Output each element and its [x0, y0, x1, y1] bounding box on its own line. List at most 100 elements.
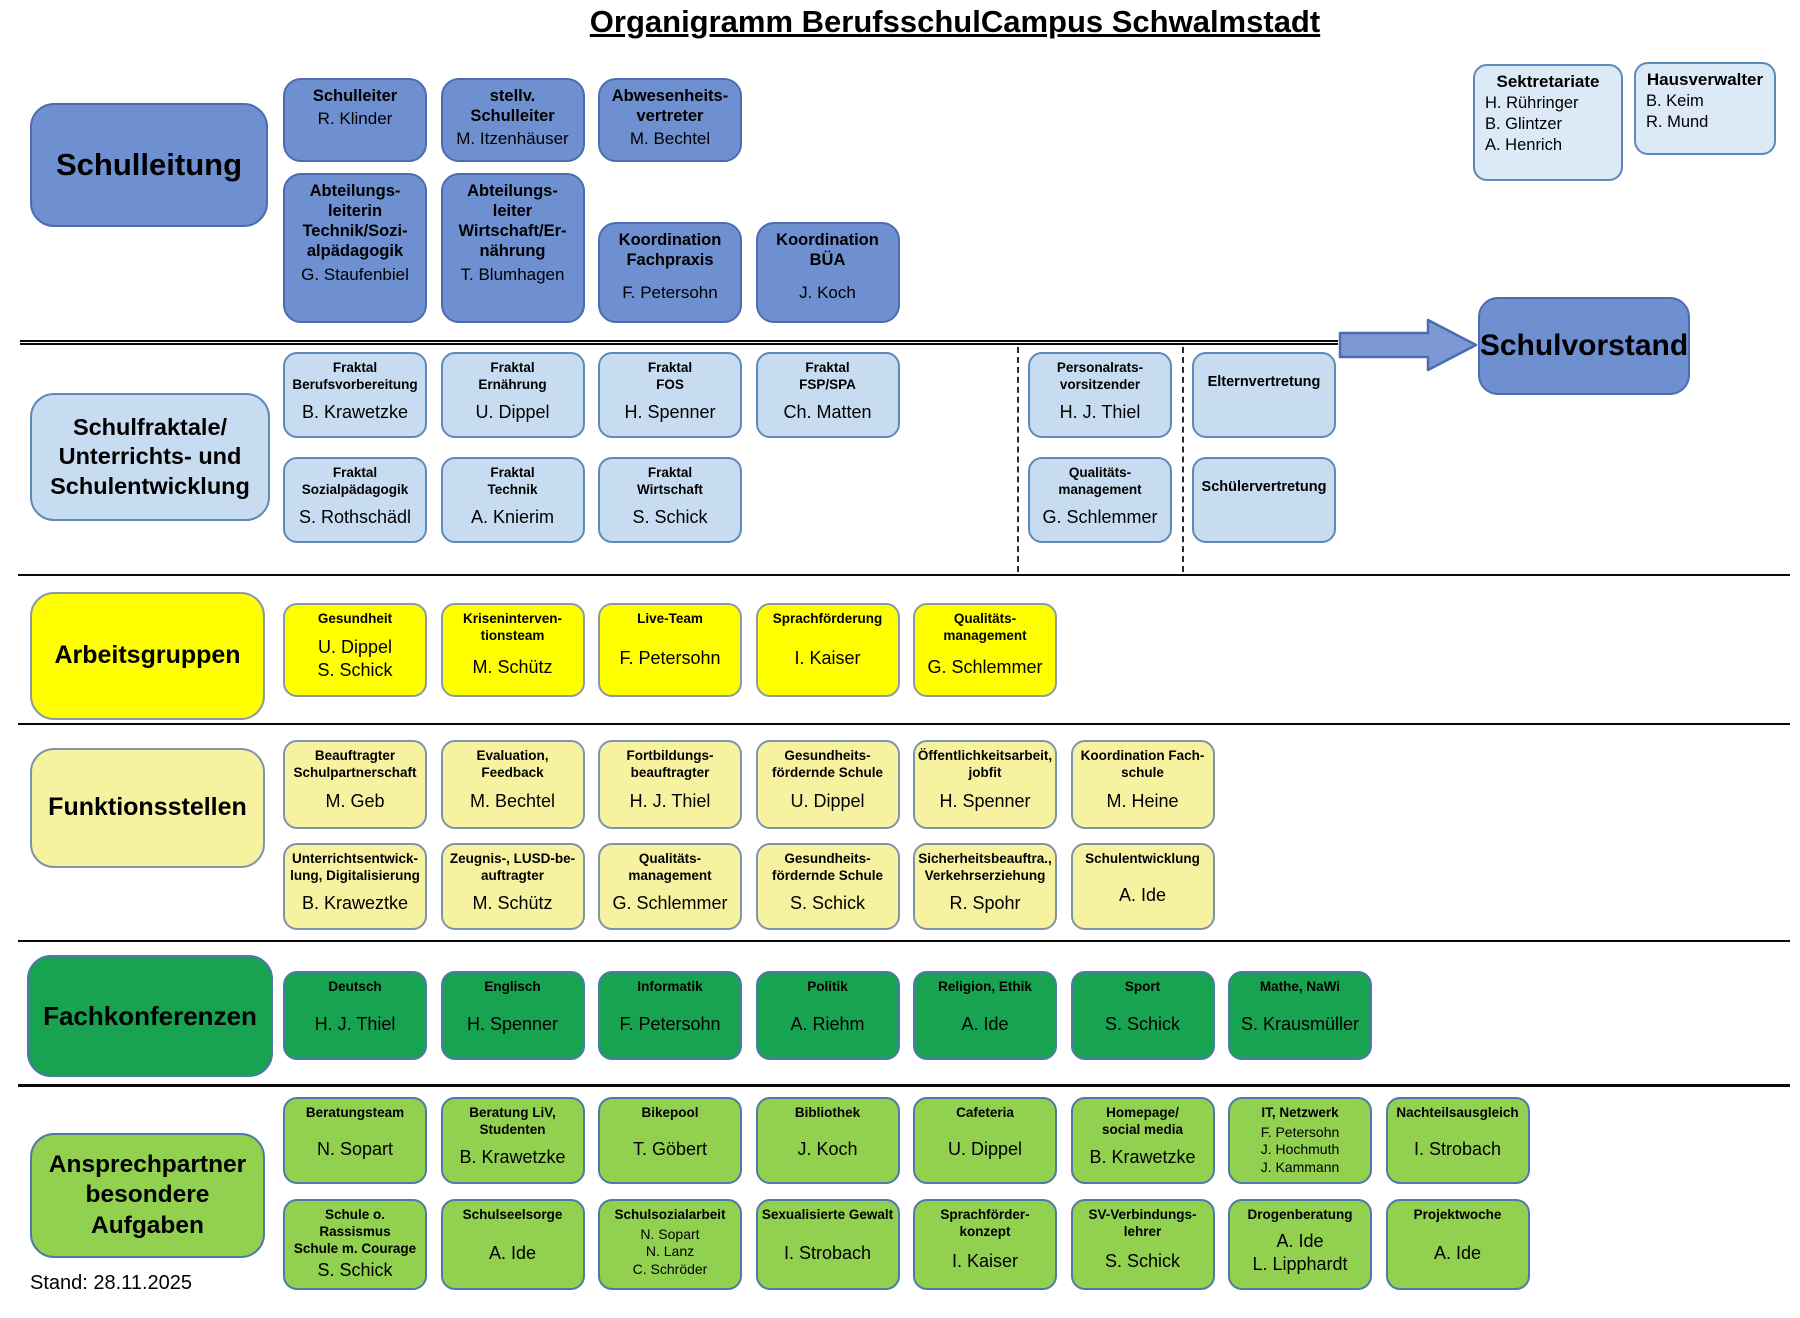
org-box: Bibliothek J. Koch [755, 1097, 900, 1184]
box-title: Abteilungs- leiter Wirtschaft/Er- nährun… [458, 182, 567, 261]
ansprechpartner-row-2: Schule o. Rassismus Schule m. Courage S.… [283, 1199, 1530, 1290]
box-names: B. Keim R. Mund [1646, 92, 1709, 132]
org-box: Evaluation, Feedback M. Bechtel [440, 740, 585, 829]
box-title: Nachteilsausgleich [1396, 1105, 1519, 1120]
org-box: Politik A. Riehm [755, 971, 900, 1060]
org-box: Sprachförder- konzept I. Kaiser [913, 1199, 1057, 1290]
schulfraktale-row-2: Fraktal Sozialpädagogik S. Rothschädl Fr… [283, 457, 742, 543]
page-title: Organigramm BerufsschulCampus Schwalmsta… [589, 4, 1321, 39]
box-title: Kriseninterven- tionsteam [462, 611, 563, 643]
box-names: F. Petersohn [619, 1013, 721, 1034]
box-names: A. Knierim [470, 506, 555, 527]
org-box: Schule o. Rassismus Schule m. Courage S.… [283, 1199, 427, 1290]
org-box: Gesundheit U. Dippel S. Schick [283, 603, 427, 697]
box-title: Schulsozialarbeit [614, 1207, 726, 1222]
box-names: M. Schütz [472, 656, 553, 677]
org-box: Qualitäts- management G. Schlemmer [1028, 457, 1172, 543]
box-title: Schulseelsorge [462, 1207, 563, 1222]
box-title: Fraktal Sozialpädagogik [301, 465, 409, 497]
box-title: Politik [807, 979, 848, 994]
box-names: B. Kraweztke [301, 893, 409, 914]
org-box: Gesundheits- fördernde Schule U. Dippel [755, 740, 900, 829]
org-box: Fraktal FOS H. Spenner [598, 352, 742, 438]
box-title: Informatik [637, 979, 703, 994]
box-title: Mathe, NaWi [1259, 979, 1341, 994]
funktionsstellen-row-1: Beauftragter Schulpartnerschaft M. Geb E… [283, 740, 1215, 829]
box-title: Qualitäts- management [943, 611, 1027, 643]
box-title: Qualitäts- management [1058, 465, 1142, 497]
org-box: Mathe, NaWi S. Krausmüller [1228, 971, 1372, 1060]
org-box: Gesundheits- fördernde Schule S. Schick [755, 843, 900, 930]
box-names: S. Schick [789, 893, 866, 914]
box-names: G. Schlemmer [927, 656, 1043, 677]
org-box: Personalrats- vorsitzender H. J. Thiel [1028, 352, 1172, 438]
category-schulfraktale: Schulfraktale/ Unterrichts- und Schulent… [30, 393, 270, 521]
box-names: A. Ide [1433, 1242, 1482, 1263]
box-title: Sektretariate [1496, 72, 1600, 91]
box-title: Öffentlichkeitsarbeit, jobfit [917, 748, 1053, 780]
org-box: Abteilungs- leiterin Technik/Sozi- alpäd… [283, 173, 427, 323]
box-title: Projektwoche [1413, 1207, 1502, 1222]
org-box: Beratungsteam N. Sopart [283, 1097, 427, 1184]
org-box: Schulseelsorge A. Ide [440, 1199, 585, 1290]
box-title: Bibliothek [794, 1105, 861, 1120]
box-names: S. Schick [1104, 1013, 1181, 1034]
box-names: H. J. Thiel [629, 791, 711, 812]
box-names: U. Dippel S. Schick [317, 636, 393, 680]
org-box: Elternvertretung [1192, 352, 1336, 438]
org-box: Schülervertretung [1192, 457, 1336, 543]
box-names: T. Blumhagen [460, 264, 565, 284]
box-title: Sicherheitsbeauftra., Verkehrserziehung [918, 851, 1052, 883]
box-title: Fraktal FSP/SPA [799, 360, 856, 392]
category-arbeitsgruppen: Arbeitsgruppen [30, 592, 265, 720]
box-names: U. Dippel [947, 1138, 1023, 1159]
box-names: S. Krausmüller [1240, 1013, 1360, 1034]
box-title: Sexualisierte Gewalt [761, 1207, 894, 1222]
box-names: T. Göbert [632, 1138, 708, 1159]
category-fachkonferenzen: Fachkonferenzen [27, 955, 273, 1077]
category-schulleitung: Schulleitung [30, 103, 268, 227]
box-names: G. Staufenbiel [301, 264, 409, 284]
org-box: Kriseninterven- tionsteam M. Schütz [440, 603, 585, 697]
funktionsstellen-row-2: Unterrichtsentwick- lung, Digitalisierun… [283, 843, 1215, 930]
box-names: I. Kaiser [951, 1251, 1019, 1272]
box-title: Englisch [484, 979, 541, 994]
org-box: Informatik F. Petersohn [598, 971, 742, 1060]
arbeitsgruppen-row: Gesundheit U. Dippel S. Schick Krisenint… [283, 603, 1057, 697]
box-names: A. Ide [488, 1242, 537, 1263]
section-divider [20, 340, 1338, 345]
box-title: stellv. Schulleiter [470, 87, 555, 126]
org-box: Englisch H. Spenner [440, 971, 585, 1060]
box-title: Abteilungs- leiterin Technik/Sozi- alpäd… [302, 182, 408, 261]
section-divider [18, 1084, 1790, 1087]
box-title: Cafeteria [956, 1105, 1014, 1120]
box-title: Unterrichtsentwick- lung, Digitalisierun… [290, 851, 420, 883]
org-box: Koordination Fach- schule M. Heine [1070, 740, 1215, 829]
box-names: S. Rothschädl [298, 506, 412, 527]
box-names: U. Dippel [790, 791, 865, 812]
org-box: Schulleiter R. Klinder [283, 78, 427, 162]
org-box: Live-Team F. Petersohn [598, 603, 742, 697]
box-title: Live-Team [637, 611, 703, 626]
box-names: F. Petersohn J. Hochmuth J. Kammann [1260, 1123, 1340, 1175]
box-names: J. Koch [799, 283, 856, 303]
gremien-row-1: Personalrats- vorsitzender H. J. Thiel E… [1028, 352, 1336, 438]
box-names: N. Sopart [316, 1138, 394, 1159]
org-box: Koordination BÜA J. Koch [755, 222, 900, 323]
box-names: M. Bechtel [469, 791, 556, 812]
box-names: I. Kaiser [794, 648, 861, 669]
box-title: Gesundheits- fördernde Schule [771, 851, 884, 883]
box-title: Beratung LiV, Studenten [469, 1105, 556, 1137]
org-box: Qualitäts- management G. Schlemmer [598, 843, 742, 930]
org-box: Qualitäts- management G. Schlemmer [913, 603, 1057, 697]
box-title: Koordination Fachpraxis [618, 231, 722, 270]
org-box: Religion, Ethik A. Ide [913, 971, 1057, 1060]
box-names: H. Spenner [939, 791, 1031, 812]
org-box: Projektwoche A. Ide [1385, 1199, 1530, 1290]
hausverwalter-box: Hausverwalter B. Keim R. Mund [1634, 62, 1776, 155]
box-title: Koordination Fach- schule [1080, 748, 1205, 780]
box-names: A. Ide L. Lipphardt [1252, 1231, 1348, 1275]
box-names: H. J. Thiel [1059, 401, 1141, 422]
box-title: Gesundheit [317, 611, 393, 626]
org-box: Abwesenheits- vertreter M. Bechtel [598, 78, 742, 162]
